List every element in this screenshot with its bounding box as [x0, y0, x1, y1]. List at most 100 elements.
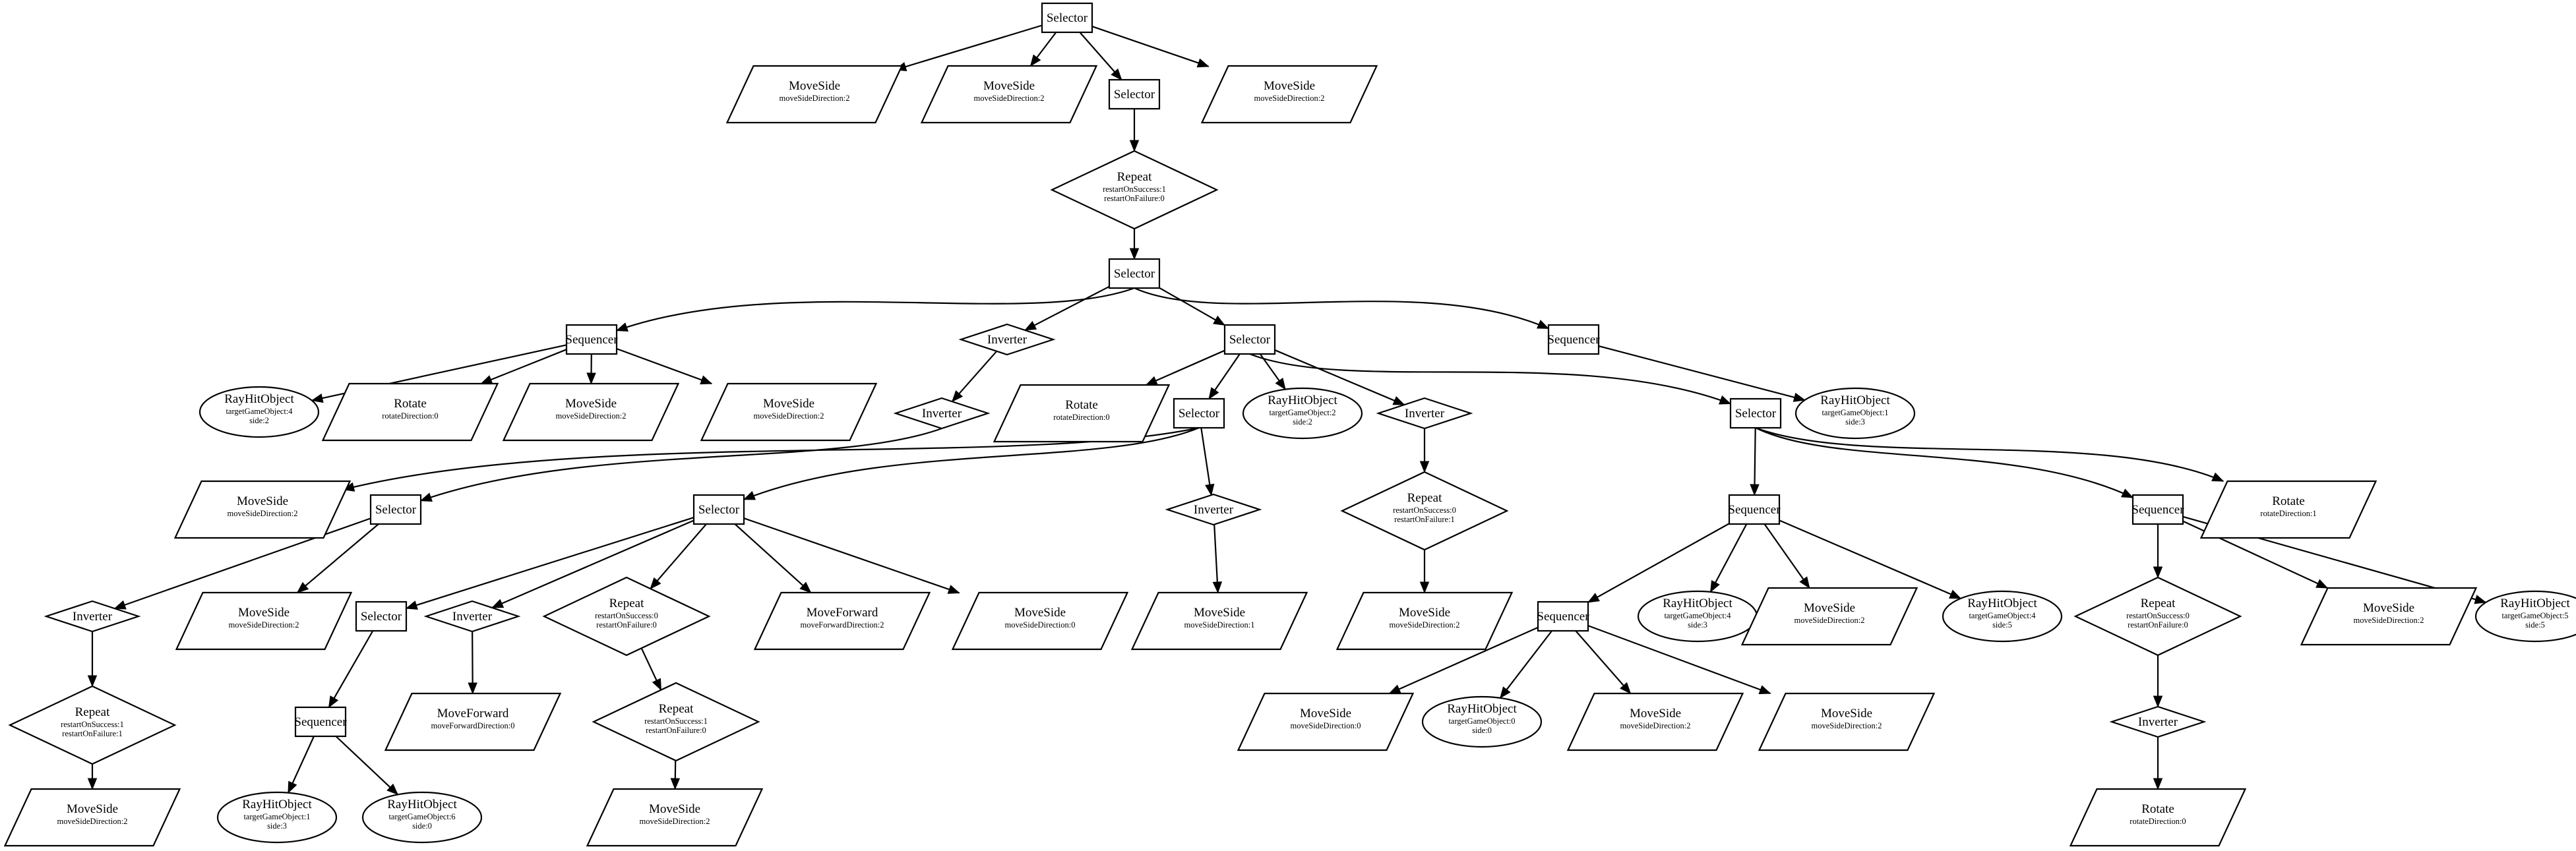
- arrow-head-n8-n13: [480, 375, 493, 384]
- node-shape-diamond: [2109, 705, 2207, 738]
- node-shape-parallelogram: [993, 384, 1171, 443]
- arrow-head-n18-n25: [743, 490, 756, 500]
- arrow-head-n33-n48: [328, 695, 339, 709]
- node-shape-parallelogram: [2300, 587, 2478, 646]
- node-param: rotateDirection:1: [2260, 509, 2316, 518]
- arrow-head-n10-n17: [1145, 376, 1158, 386]
- arrow-head-n40-n51: [1388, 684, 1401, 694]
- node-param: targetGameObject:1: [243, 812, 310, 821]
- node-title: Repeat: [1407, 491, 1442, 505]
- node-shape-parallelogram: [586, 788, 764, 847]
- node-shape-parallelogram: [1335, 591, 1514, 651]
- node-param: restartOnFailure:0: [1104, 194, 1165, 203]
- node-param: moveSideDirection:2: [556, 411, 627, 421]
- node-title: Rotate: [1065, 398, 1098, 412]
- node-shape-parallelogram: [1237, 692, 1415, 751]
- arrow-head-n18-n31: [1205, 483, 1215, 496]
- node-shape-parallelogram: [951, 591, 1129, 651]
- node-param: rotateDirection:0: [382, 411, 438, 421]
- edge-n7-n10: [1159, 287, 1225, 326]
- node-title: Selector: [1114, 88, 1155, 102]
- arrow-head-n35-n50: [652, 678, 661, 691]
- node-title: Repeat: [75, 705, 110, 719]
- arrow-head-n34-n49: [468, 682, 477, 695]
- node-selector-n4: Selector: [1108, 78, 1161, 110]
- edge-n28-n43: [1779, 519, 1961, 599]
- edge-n25-n35: [650, 523, 707, 589]
- node-shape-parallelogram: [384, 692, 562, 751]
- node-param: targetGameObject:1: [1822, 408, 1888, 417]
- node-shape-parallelogram: [1200, 65, 1378, 124]
- node-shape-rect: [2131, 494, 2184, 525]
- edge-n40-n52: [1499, 630, 1552, 699]
- arrow-head-n29-n44: [2153, 566, 2163, 579]
- arrow-head-n7-n8: [615, 322, 629, 332]
- node-title: Rotate: [2272, 494, 2305, 508]
- node-selector-n24: Selector: [369, 494, 422, 525]
- node-param: side:5: [1992, 620, 2012, 630]
- node-param: restartOnFailure:0: [646, 726, 706, 735]
- node-shape-parallelogram: [725, 65, 904, 124]
- arrow-head-n28-n43: [1948, 589, 1962, 599]
- edge-n21-n28: [1754, 427, 1756, 496]
- node-shape-diamond: [542, 576, 711, 657]
- node-repeat-n6: RepeatrestartOnSuccess:1restartOnFailure…: [1050, 150, 1219, 230]
- node-title: RayHitObject: [1820, 394, 1890, 407]
- node-inverter-n20: Inverter: [1376, 397, 1473, 430]
- node-repeat-n44: RepeatrestartOnSuccess:0restartOnFailure…: [2073, 576, 2242, 657]
- node-shape-rect: [1041, 2, 1093, 34]
- edge-n18-n25: [743, 426, 1200, 500]
- node-title: MoveSide: [1630, 707, 1681, 720]
- node-selector-n33: Selector: [355, 601, 408, 632]
- node-sequencer-n8: Sequencer: [565, 324, 618, 355]
- node-title: Inverter: [2138, 715, 2178, 729]
- node-shape-parallelogram: [1566, 692, 1744, 751]
- edge-n7-n8: [616, 287, 1135, 332]
- arrow-head-n21-n30: [2211, 472, 2224, 482]
- edge-n25-n33: [406, 516, 694, 610]
- node-title: MoveForward: [437, 707, 509, 720]
- node-shape-diamond: [1050, 150, 1219, 230]
- node-param: moveSideDirection:2: [1390, 620, 1460, 630]
- edge-n1-n2: [895, 24, 1043, 71]
- node-shape-diamond: [423, 600, 521, 633]
- node-repeat-n35: RepeatrestartOnSuccess:0restartOnFailure…: [542, 576, 711, 657]
- node-title: RayHitObject: [224, 392, 294, 406]
- edge-n8-n15: [616, 347, 712, 385]
- arrow-head-n8-n15: [700, 375, 713, 385]
- arrow-head-n31-n38: [1212, 581, 1223, 594]
- node-shape-ellipse: [2474, 590, 2576, 643]
- arrow-head-n47-n56: [87, 778, 98, 790]
- node-selector-n10: Selector: [1223, 324, 1276, 355]
- node-title: Inverter: [452, 610, 493, 624]
- node-sequencer-n40: Sequencer: [1537, 601, 1589, 632]
- arrow-head-n10-n18: [1208, 387, 1219, 400]
- node-param: moveForwardDirection:2: [800, 620, 884, 630]
- arrow-head-n4-n6: [1129, 140, 1140, 152]
- node-title: Inverter: [1194, 503, 1234, 517]
- arrow-head-n28-n42: [1799, 576, 1810, 589]
- arrow-head-n29-n46: [2474, 595, 2487, 604]
- node-shape-rect: [1173, 397, 1225, 429]
- node-shape-diamond: [958, 323, 1056, 356]
- node-param: side:2: [1293, 417, 1312, 426]
- node-title: Repeat: [659, 702, 694, 716]
- arrow-head-n48-n57: [288, 780, 297, 794]
- arrow-head-n26-n47: [87, 675, 98, 688]
- node-shape-ellipse: [1942, 590, 2063, 643]
- edge-n31-n38: [1213, 524, 1219, 593]
- arrow-head-n40-n53: [1620, 682, 1632, 694]
- node-title: MoveSide: [1264, 79, 1315, 93]
- edge-n28-n41: [1709, 523, 1748, 593]
- node-shape-ellipse: [361, 791, 483, 844]
- arrow-head-n29-n45: [2315, 579, 2329, 589]
- node-param: restartOnSuccess:1: [1103, 185, 1166, 194]
- node-shape-diamond: [44, 600, 141, 633]
